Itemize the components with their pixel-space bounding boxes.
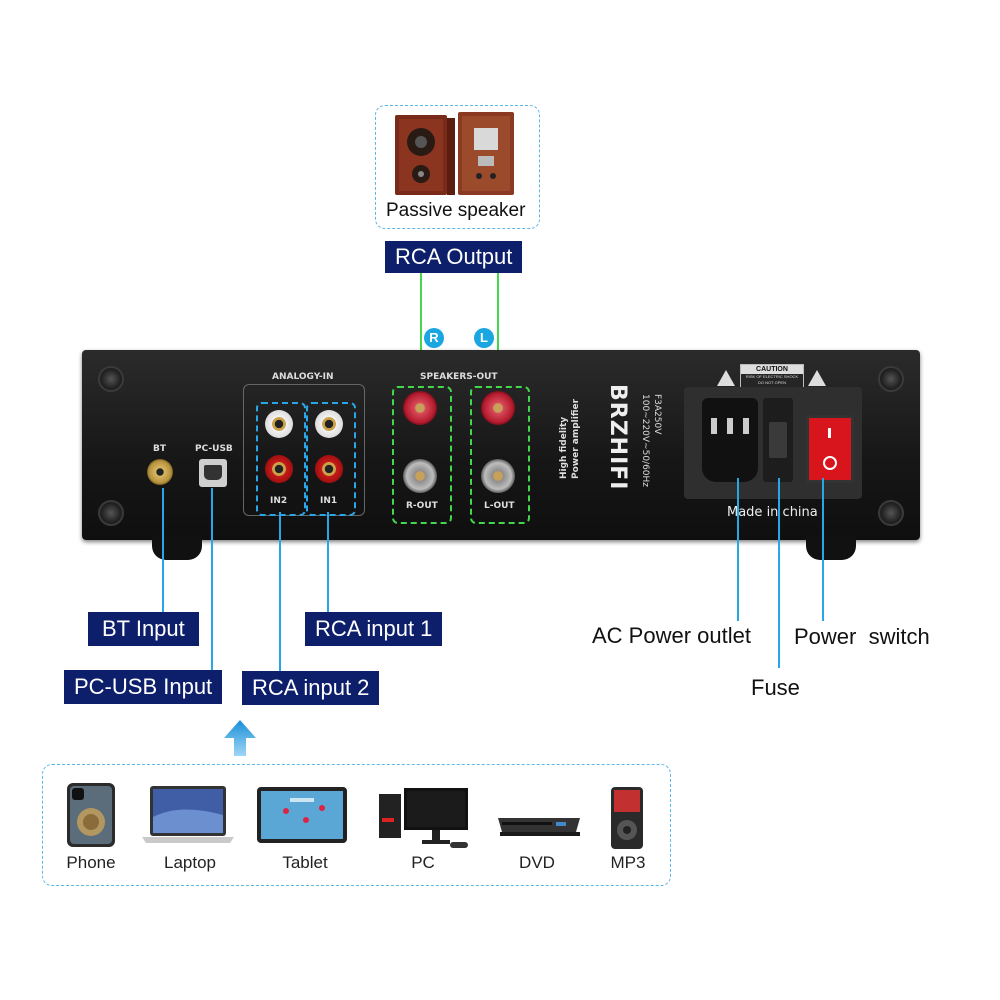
screw-icon xyxy=(98,366,124,392)
screw-icon xyxy=(878,366,904,392)
rating-line1: F3A250V xyxy=(652,394,662,435)
power-switch-callout-line xyxy=(822,478,824,621)
amplifier-foot-right xyxy=(806,536,856,560)
hifi-line2: Power amplifier xyxy=(571,398,581,479)
rca-in2-highlight xyxy=(256,402,306,516)
rca-in2-callout-line xyxy=(279,512,281,672)
speakers-out-silkscreen: SPEAKERS-OUT xyxy=(420,372,498,382)
l-out-negative-terminal[interactable] xyxy=(481,459,515,493)
analogy-in-silkscreen: ANALOGY-IN xyxy=(272,372,334,382)
rca-input-2-label: RCA input 2 xyxy=(242,671,380,705)
dvd-icon xyxy=(498,818,580,836)
passive-speaker-caption: Passive speaker xyxy=(386,200,526,221)
r-out-highlight xyxy=(392,386,452,524)
speaker-box xyxy=(375,105,540,229)
rca-output-label: RCA Output xyxy=(385,241,523,273)
phone-icon xyxy=(67,783,115,847)
analogy-in-frame xyxy=(243,384,365,516)
rca-in1-highlight xyxy=(306,402,356,516)
laptop-icon xyxy=(142,786,234,843)
rca-input-1-label: RCA input 1 xyxy=(305,612,443,646)
device-label-laptop: Laptop xyxy=(164,853,216,872)
l-out-positive-terminal[interactable] xyxy=(481,391,515,425)
l-out-highlight xyxy=(470,386,530,524)
caution-sub2: DO NOT OPEN xyxy=(758,380,786,385)
device-label-dvd: DVD xyxy=(519,853,555,872)
pcusb-callout-line xyxy=(211,488,213,671)
r-out-positive-terminal[interactable] xyxy=(403,391,437,425)
pcusb-input-label: PC-USB Input xyxy=(64,670,223,704)
fuse-holder[interactable] xyxy=(763,398,793,482)
passive-speaker-image xyxy=(395,112,514,195)
r-out-silkscreen: R-OUT xyxy=(406,501,438,511)
tablet-icon xyxy=(257,787,347,843)
made-in-china-text: Made in china xyxy=(727,505,818,520)
fuse-label: Fuse xyxy=(751,675,800,700)
fuse-callout-line xyxy=(778,478,780,668)
bt-input-label: BT Input xyxy=(88,612,199,646)
device-label-mp3: MP3 xyxy=(610,853,646,872)
l-out-silkscreen: L-OUT xyxy=(484,501,515,511)
amplifier-foot-left xyxy=(152,536,202,560)
bt-callout-line xyxy=(162,488,164,613)
output-line-l xyxy=(497,273,499,393)
up-arrow-icon xyxy=(224,720,256,756)
rca-in1-left-jack[interactable] xyxy=(315,410,343,438)
rca-in1-right-jack[interactable] xyxy=(315,455,343,483)
in1-silkscreen: IN1 xyxy=(320,496,338,506)
r-out-negative-terminal[interactable] xyxy=(403,459,437,493)
usb-b-port[interactable] xyxy=(199,459,227,487)
screw-icon xyxy=(98,500,124,526)
rca-in2-left-jack[interactable] xyxy=(265,410,293,438)
device-label-pc: PC xyxy=(411,853,435,872)
badge-r: R xyxy=(424,328,444,348)
device-label-tablet: Tablet xyxy=(282,853,328,872)
screw-icon xyxy=(878,500,904,526)
caution-title: CAUTION xyxy=(741,365,803,374)
rca-in2-right-jack[interactable] xyxy=(265,455,293,483)
output-line-r xyxy=(420,273,422,393)
device-label-phone: Phone xyxy=(66,853,116,872)
bt-silkscreen: BT xyxy=(153,444,166,454)
source-devices-box xyxy=(42,764,671,886)
bt-antenna-connector[interactable] xyxy=(147,459,173,485)
rca-in1-callout-line xyxy=(327,512,329,612)
power-switch[interactable] xyxy=(806,415,854,483)
warning-triangle-icon xyxy=(717,370,735,386)
in2-silkscreen: IN2 xyxy=(270,496,288,506)
ac-outlet-callout-line xyxy=(737,478,739,621)
badge-l: L xyxy=(474,328,494,348)
warning-triangle-icon xyxy=(808,370,826,386)
pcusb-silkscreen: PC-USB xyxy=(195,444,233,454)
rating-line2: 100~220V~50/60Hz xyxy=(640,394,650,488)
ac-power-outlet-label: AC Power outlet xyxy=(592,623,751,648)
caution-sub1: RISK OF ELECTRIC SHOCK xyxy=(745,374,799,379)
ac-power-outlet-socket[interactable] xyxy=(702,398,758,482)
mp3-icon xyxy=(611,787,643,849)
hifi-line1: High fidelity xyxy=(559,416,569,479)
pc-icon xyxy=(379,788,468,848)
power-switch-label: Power switch xyxy=(794,624,930,649)
